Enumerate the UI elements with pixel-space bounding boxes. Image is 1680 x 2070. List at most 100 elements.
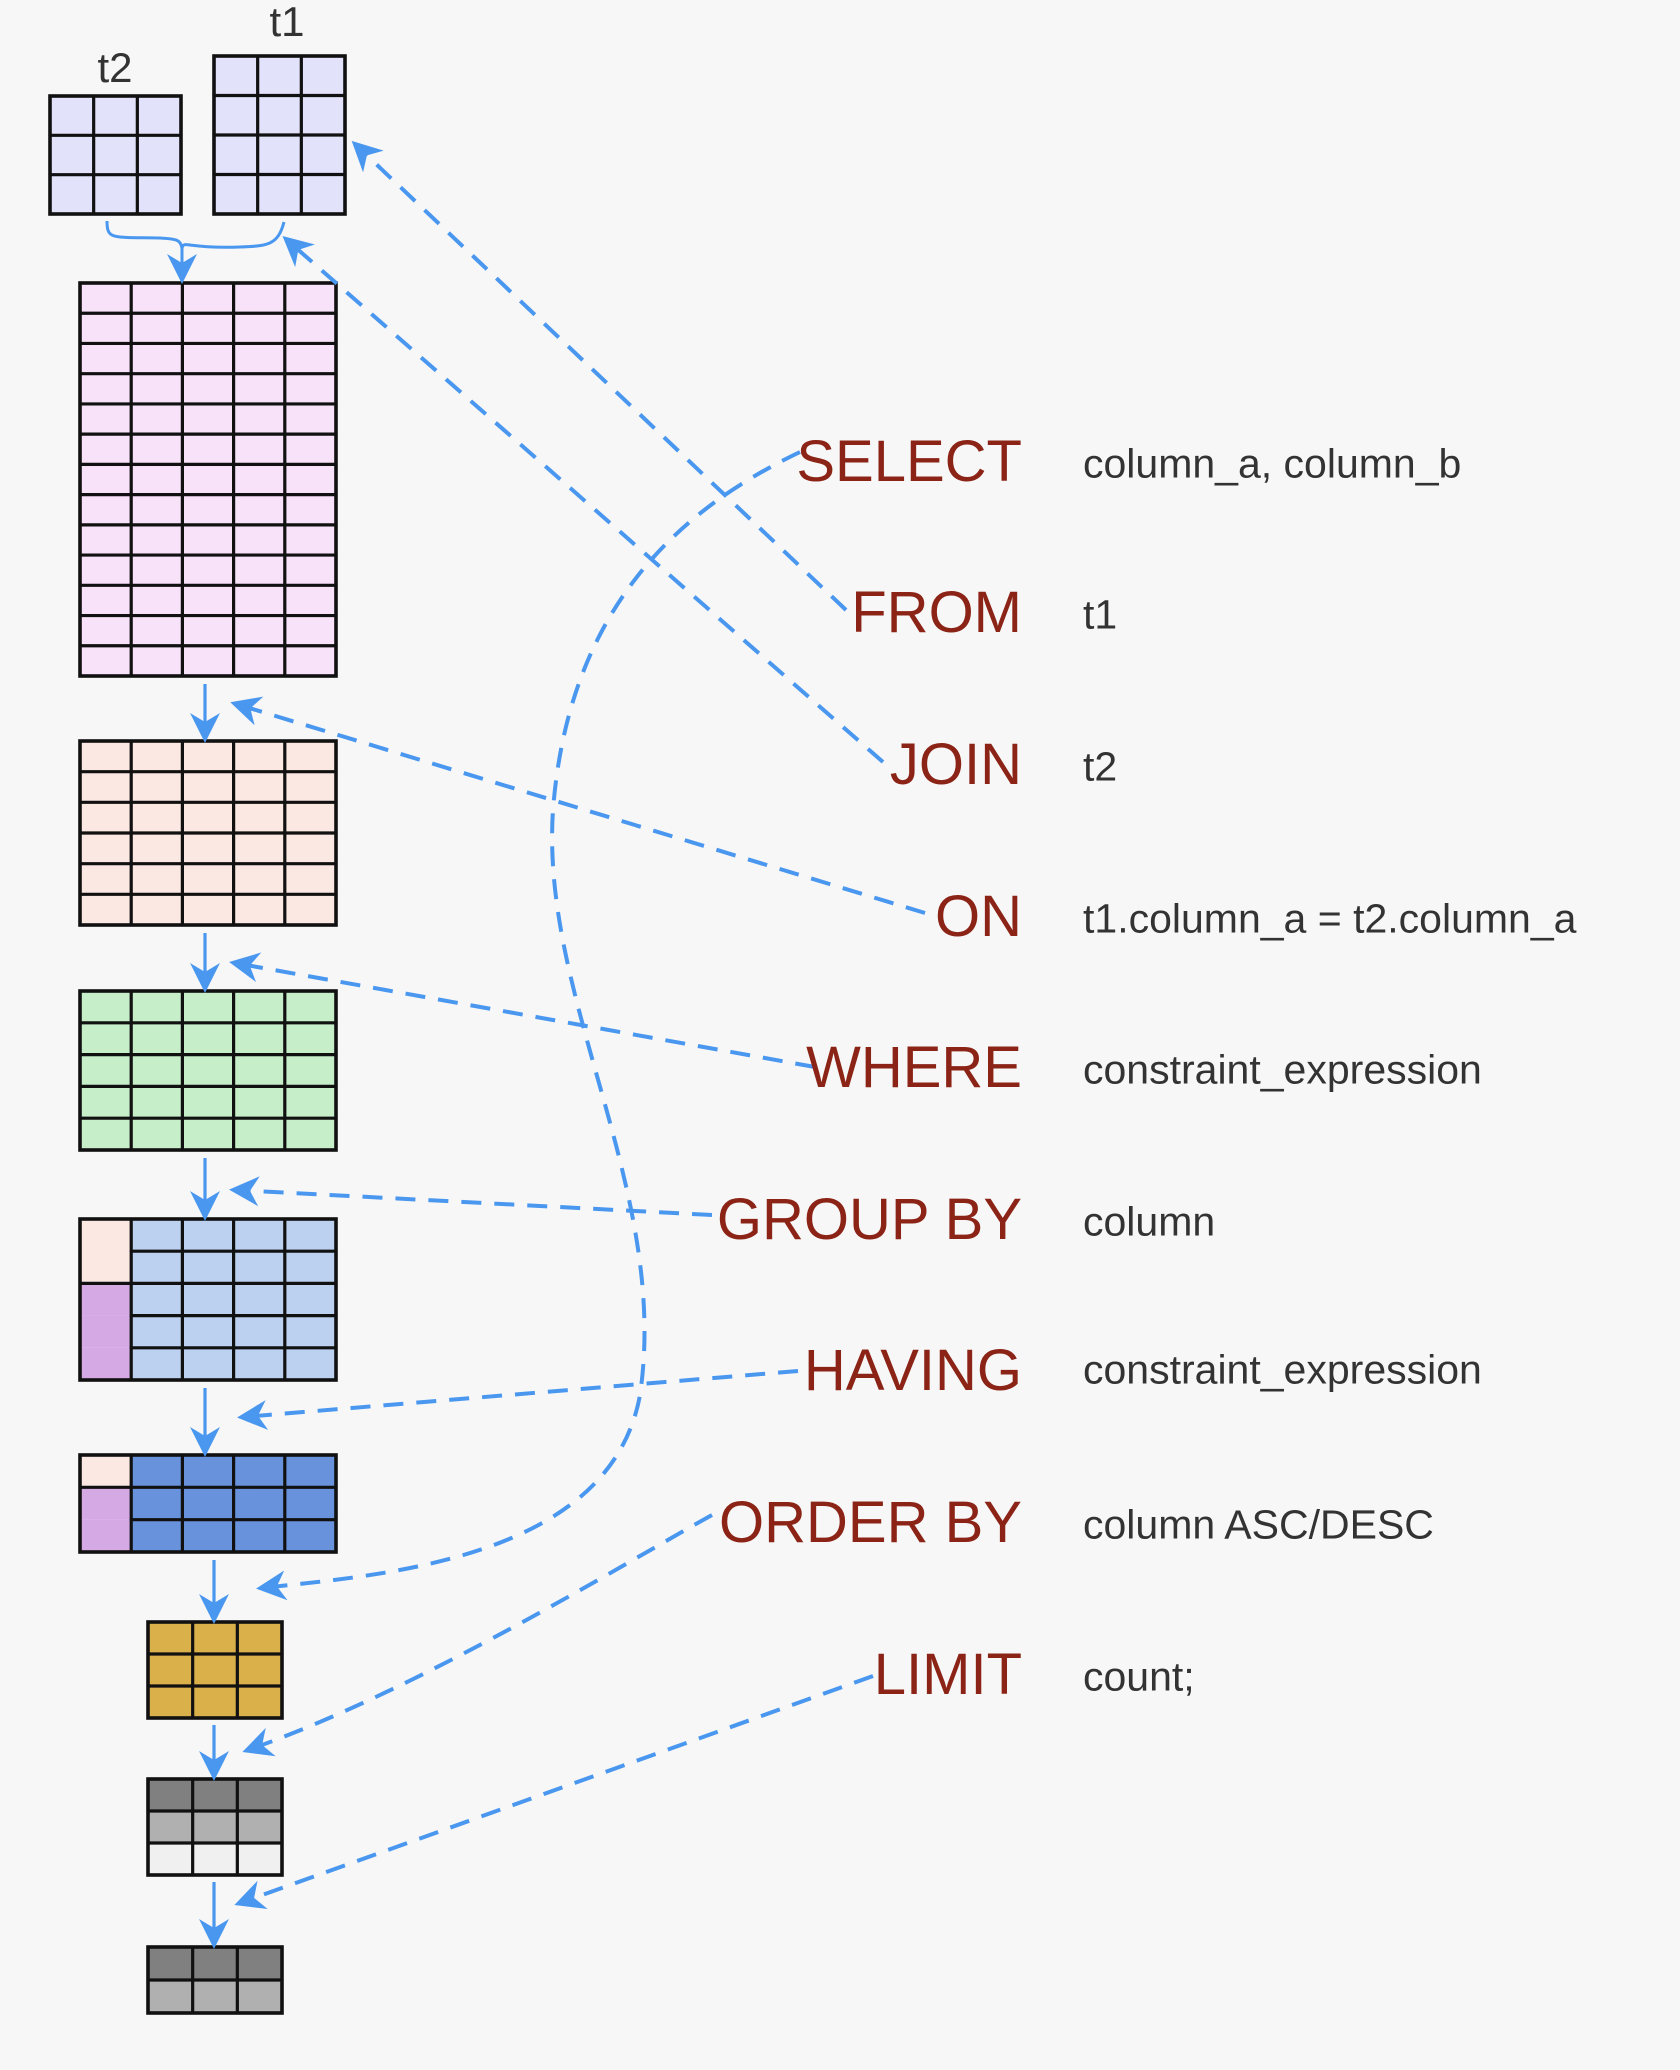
- table-cell: [233, 802, 285, 833]
- flow-arrows-layer: [105, 220, 286, 1949]
- clause-link-limit: [234, 1674, 874, 1910]
- table-cell: [284, 434, 336, 465]
- table-cell: [233, 1455, 285, 1488]
- table-cell: [237, 1843, 282, 1875]
- join-brace: [105, 220, 286, 249]
- table-cell: [182, 585, 234, 616]
- table-cell: [148, 1654, 193, 1686]
- value-where: constraint_expression: [1083, 1046, 1482, 1093]
- table-border: [78, 281, 338, 678]
- table-cell: [148, 1843, 193, 1875]
- table-having: [78, 1453, 338, 1554]
- table-cell: [284, 555, 336, 586]
- source-table-t2: [48, 94, 183, 216]
- table-cell: [233, 1054, 285, 1087]
- table-cell: [284, 1283, 336, 1316]
- table-cell: [80, 524, 132, 556]
- table-cell: [233, 585, 285, 616]
- table-cell: [182, 833, 234, 864]
- keyword-order-by: ORDER BY: [719, 1490, 1022, 1555]
- table-cell: [284, 1315, 336, 1348]
- table-cell: [284, 645, 336, 676]
- table-cell: [182, 741, 234, 772]
- table-cell: [80, 894, 132, 925]
- value-group-by: column: [1083, 1198, 1216, 1245]
- table-cell: [137, 174, 181, 214]
- table-cell: [182, 494, 234, 525]
- table-cell: [237, 1980, 282, 2013]
- table-cell: [80, 802, 132, 833]
- table-cell: [131, 1086, 183, 1119]
- table-cell: [182, 1315, 234, 1348]
- table-cell: [284, 494, 336, 525]
- table-cell: [131, 863, 183, 895]
- table-cell: [131, 313, 183, 344]
- table-cell: [131, 741, 183, 772]
- value-on: t1.column_a = t2.column_a: [1083, 895, 1577, 942]
- table-cell: [131, 771, 183, 803]
- table-group-by: [78, 1217, 338, 1382]
- keyword-having: HAVING: [803, 1338, 1022, 1403]
- table-cell: [233, 373, 285, 404]
- table-cell: [284, 283, 336, 314]
- keyword-on: ON: [935, 884, 1022, 949]
- table-cell: [233, 833, 285, 864]
- table-cell: [284, 991, 336, 1023]
- table-cell: [80, 494, 132, 525]
- table-cell: [301, 135, 345, 175]
- table-cell: [131, 1455, 183, 1488]
- table-cell: [131, 1519, 183, 1552]
- table-cell: [284, 833, 336, 864]
- table-cell: [233, 313, 285, 344]
- table-cell: [182, 1022, 234, 1055]
- table-cell: [131, 894, 183, 925]
- table-cell: [233, 283, 285, 314]
- table-cell: [192, 1654, 238, 1686]
- table-cell: [233, 555, 285, 586]
- table-cell: [182, 1086, 234, 1119]
- keyword-join: JOIN: [889, 732, 1022, 797]
- table-cell: [182, 645, 234, 676]
- table-cell: [233, 1022, 285, 1055]
- table-cell: [148, 1947, 193, 1980]
- table-cell: [284, 1487, 336, 1520]
- table-cell: [182, 802, 234, 833]
- table-cell: [284, 1118, 336, 1150]
- table-cell: [131, 1022, 183, 1055]
- table-cell: [131, 585, 183, 616]
- table-cell: [80, 1118, 132, 1150]
- source-table-t1: [212, 54, 347, 216]
- table-cell: [80, 343, 132, 374]
- table-cell: [257, 135, 302, 175]
- table-where: [78, 989, 338, 1152]
- table-cell: [80, 1251, 132, 1284]
- table-cell: [182, 863, 234, 895]
- table-cell: [131, 494, 183, 525]
- table-cell: [80, 1054, 132, 1087]
- value-order-by: column ASC/DESC: [1083, 1501, 1434, 1548]
- table-cell: [233, 1118, 285, 1150]
- table-cell: [182, 1118, 234, 1150]
- table-cell: [80, 403, 132, 435]
- clause-link-having: [237, 1369, 799, 1430]
- table-cell: [233, 1487, 285, 1520]
- table-cell: [148, 1622, 193, 1654]
- clause-link-order-by: [242, 1513, 713, 1757]
- table-cell: [182, 1054, 234, 1087]
- table-cell: [233, 894, 285, 925]
- table-cell: [284, 863, 336, 895]
- table-cell: [284, 585, 336, 616]
- table-cell: [50, 135, 94, 175]
- table-cell: [233, 1315, 285, 1348]
- table-cell: [301, 56, 345, 96]
- table-cell: [301, 95, 345, 135]
- keyword-group-by: GROUP BY: [716, 1187, 1022, 1252]
- table-cell: [182, 555, 234, 586]
- table-cell: [148, 1779, 193, 1811]
- table-cell: [131, 991, 183, 1023]
- table-cell: [137, 135, 181, 175]
- table-cell: [131, 1251, 183, 1284]
- table-cell: [237, 1779, 282, 1811]
- table-order-by: [146, 1777, 284, 1877]
